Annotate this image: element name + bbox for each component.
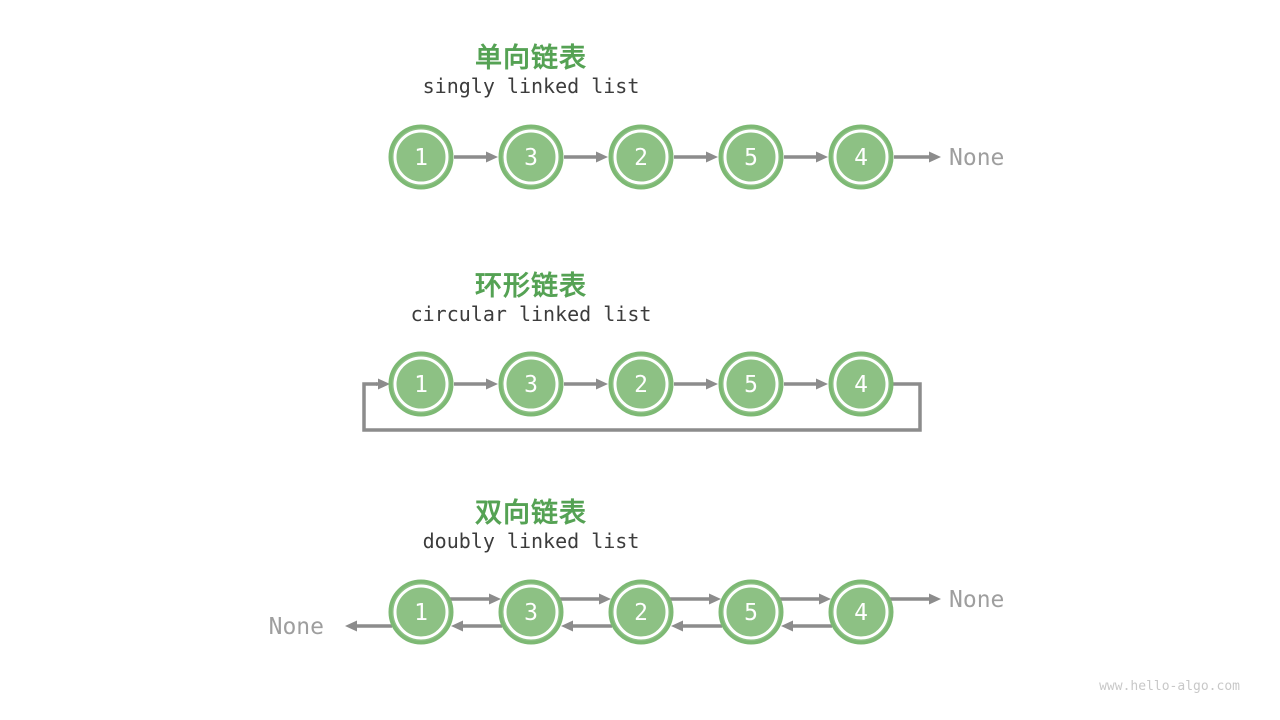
node-circle <box>608 579 674 645</box>
node-inner-ring <box>503 129 559 185</box>
node-value: 3 <box>524 600 538 626</box>
node-inner-ring <box>833 129 889 185</box>
node-inner-ring <box>833 584 889 640</box>
node-inner-ring <box>613 129 669 185</box>
arrow-head <box>599 593 611 605</box>
node-inner-ring <box>393 356 449 412</box>
node-circle <box>498 579 564 645</box>
arrow-head <box>596 151 608 163</box>
doubly-list-subtitle: doubly linked list <box>422 529 640 553</box>
node-circle <box>718 579 784 645</box>
doubly-list-title: 双向链表 <box>475 498 587 528</box>
node-inner-ring <box>613 584 669 640</box>
node-circle <box>828 351 894 417</box>
arrow-head <box>781 620 793 632</box>
arrow-head <box>709 593 721 605</box>
arrow-head <box>929 151 941 163</box>
node-circle <box>608 124 674 190</box>
node-inner-ring <box>393 129 449 185</box>
node-value: 3 <box>524 145 538 171</box>
node-circle <box>388 579 454 645</box>
none-label: None <box>949 587 1004 613</box>
node-circle <box>718 351 784 417</box>
node-value: 4 <box>854 372 868 398</box>
node-inner-ring <box>833 356 889 412</box>
node-circle <box>608 351 674 417</box>
arrow-head <box>816 151 828 163</box>
node-inner-ring <box>723 356 779 412</box>
watermark: www.hello-algo.com <box>1099 679 1240 694</box>
node-value: 5 <box>744 372 758 398</box>
node-circle <box>498 351 564 417</box>
loop-line <box>362 382 922 432</box>
arrow-head <box>706 378 718 390</box>
node-value: 1 <box>414 145 428 171</box>
none-label: None <box>949 145 1004 171</box>
circular-list-subtitle: circular linked list <box>410 302 652 326</box>
node-value: 2 <box>634 145 648 171</box>
node-value: 1 <box>414 600 428 626</box>
arrow-head <box>819 593 831 605</box>
arrow-head <box>345 620 357 632</box>
arrow-head <box>816 378 828 390</box>
node-value: 4 <box>854 145 868 171</box>
node-inner-ring <box>723 129 779 185</box>
node-circle <box>718 124 784 190</box>
node-inner-ring <box>503 356 559 412</box>
arrow-head <box>451 620 463 632</box>
arrow-head <box>378 378 390 390</box>
arrow-head <box>489 593 501 605</box>
singly-list-title: 单向链表 <box>475 43 587 73</box>
node-circle <box>828 579 894 645</box>
arrow-head <box>706 151 718 163</box>
node-value: 4 <box>854 600 868 626</box>
node-value: 2 <box>634 372 648 398</box>
node-value: 5 <box>744 600 758 626</box>
circular-list-title: 环形链表 <box>475 271 587 301</box>
arrow-head <box>596 378 608 390</box>
node-value: 2 <box>634 600 648 626</box>
node-value: 5 <box>744 145 758 171</box>
arrow-head <box>671 620 683 632</box>
singly-list-subtitle: singly linked list <box>422 74 640 98</box>
node-inner-ring <box>393 584 449 640</box>
node-inner-ring <box>503 584 559 640</box>
none-label: None <box>269 614 324 640</box>
node-value: 1 <box>414 372 428 398</box>
arrow-head <box>929 593 941 605</box>
node-inner-ring <box>723 584 779 640</box>
arrow-head <box>486 378 498 390</box>
arrow-head <box>486 151 498 163</box>
node-inner-ring <box>613 356 669 412</box>
node-circle <box>388 351 454 417</box>
node-value: 3 <box>524 372 538 398</box>
node-circle <box>498 124 564 190</box>
arrow-head <box>561 620 573 632</box>
node-circle <box>828 124 894 190</box>
node-circle <box>388 124 454 190</box>
